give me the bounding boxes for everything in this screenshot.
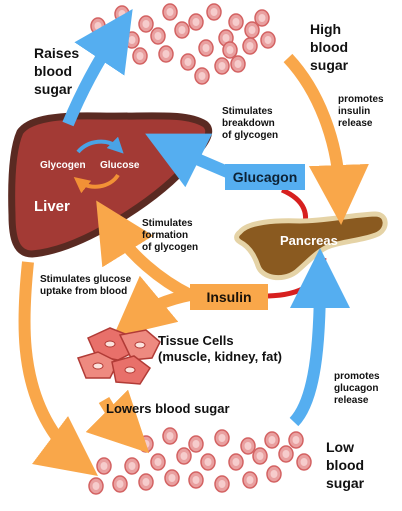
high-to-pancreas-arrow <box>283 53 369 225</box>
raise-sugar-arrow <box>62 9 133 127</box>
high-blood-sugar-label: High blood sugar <box>310 21 349 74</box>
tissue-to-low-arrow <box>85 389 150 454</box>
promotes-insulin-release-label: promotes insulin release <box>338 94 384 129</box>
tissue-cells <box>76 327 161 385</box>
insulin-box <box>190 284 268 310</box>
high-blood-sugar-cells <box>90 3 276 85</box>
glucagon-label: Glucagon <box>232 169 298 185</box>
insulin-to-tissue-arrow <box>112 275 192 338</box>
glycogen-to-glucose-cycle-icon <box>76 136 124 154</box>
raises-blood-sugar-label: Raises blood sugar <box>34 45 80 98</box>
liver-to-low-arrow <box>18 261 98 477</box>
stimulates-uptake-label: Stimulates glucose uptake from blood <box>40 274 132 297</box>
low-blood-sugar-label: Low blood sugar <box>326 439 365 492</box>
glucagon-box <box>225 164 305 190</box>
promotes-glucagon-release-label: promotes glucagon release <box>334 371 380 406</box>
low-to-pancreas-arrow <box>289 248 350 427</box>
liver-label: Liver <box>34 198 70 215</box>
glycogen-label: Glycogen <box>40 160 86 171</box>
stimulates-breakdown-label: Stimulates breakdown of glycogen <box>222 106 279 141</box>
stimulates-formation-label: Stimulates formation of glycogen <box>142 218 199 253</box>
lowers-blood-sugar-label: Lowers blood sugar <box>106 401 230 416</box>
insulin-label: Insulin <box>206 289 252 305</box>
glucagon-to-liver-arrow <box>145 133 235 188</box>
glucose-to-glycogen-cycle-icon <box>73 173 120 194</box>
glucose-label: Glucose <box>100 160 140 171</box>
insulin-to-liver-arrow <box>96 200 193 301</box>
pancreas-label: Pancreas <box>280 233 338 248</box>
low-blood-sugar-cells <box>88 427 312 495</box>
tissue-cells-label: Tissue Cells (muscle, kidney, fat) <box>158 333 283 364</box>
